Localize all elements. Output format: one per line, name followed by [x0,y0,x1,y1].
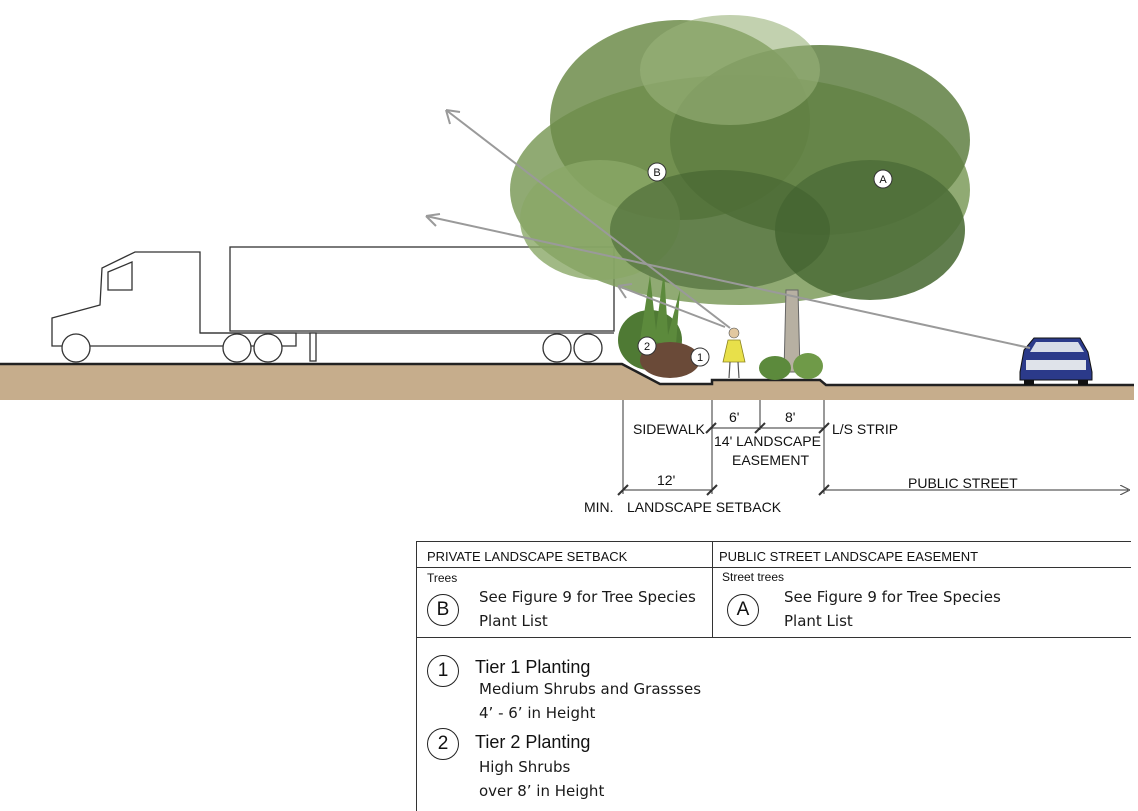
tree-b-line2: Plant List [479,612,548,630]
sidewalk-label: SIDEWALK [633,421,705,437]
legend-table: PRIVATE LANDSCAPE SETBACK PUBLIC STREET … [416,541,1131,811]
car [1019,337,1093,385]
pedestrian [722,327,746,379]
truck-wheel [222,333,252,363]
tree-a-line1: See Figure 9 for Tree Species [784,588,1001,606]
min-label: MIN. [584,499,614,515]
easement-label-line2: EASEMENT [732,452,810,468]
easement-label-line1: 14' LANDSCAPE [714,433,821,449]
trees-label: Trees [427,571,458,585]
private-setback-header: PRIVATE LANDSCAPE SETBACK [427,549,628,564]
tier1-line2: 4’ - 6’ in Height [479,704,596,722]
callout-a-text: A [879,174,887,186]
tree-b-description: See Figure 9 for Tree Species Plant List [479,585,696,633]
callout-1-text: 1 [697,352,703,364]
tier2-line1: High Shrubs [479,758,571,776]
tier2-description: High Shrubs over 8’ in Height [479,755,604,803]
tree-canopy [510,15,970,305]
tier2-title: Tier 2 Planting [475,732,591,752]
truck-wheel [573,333,603,363]
tier2-symbol: 2 [427,728,459,760]
truck [51,246,615,363]
tree-a-line2: Plant List [784,612,853,630]
dimension-lines [617,400,1128,496]
six-foot-dimension: 6' [729,409,740,425]
eight-foot-dimension: 8' [785,409,796,425]
callout-2-circle [637,336,657,356]
legend-header-rule [417,567,1131,568]
public-street-label: PUBLIC STREET [908,475,1018,491]
callout-b-circle [647,162,667,182]
callout-1-circle [690,347,710,367]
tier1-line1: Medium Shrubs and Grassses [479,680,702,698]
truck-window [107,261,133,291]
ground-profile [0,362,1134,400]
tier1-title: Tier 1 Planting [475,657,591,677]
tier1-description: Medium Shrubs and Grassses 4’ - 6’ in He… [479,677,701,725]
drawing-callouts [637,162,893,367]
tree-a-symbol: A [727,594,759,626]
public-easement-header: PUBLIC STREET LANDSCAPE EASEMENT [719,549,979,564]
street-trees-label: Street trees [722,570,785,584]
truck-wheel [542,333,572,363]
tree-b-line1: See Figure 9 for Tree Species [479,588,696,606]
tree-a-description: See Figure 9 for Tree Species Plant List [784,585,1001,633]
truck-cab [51,251,297,347]
callout-b-text: B [653,167,660,179]
legend-column-divider [712,541,713,637]
callout-2-text: 2 [644,341,650,353]
ls-strip-label: L/S STRIP [832,421,899,437]
legend-trees-rule [417,637,1131,638]
tier2-line2: over 8’ in Height [479,782,605,800]
landscape-setback-label: LANDSCAPE SETBACK [627,499,782,515]
tier1-symbol: 1 [427,655,459,687]
legend-top-rule [417,541,1131,542]
callout-a-circle [873,169,893,189]
twelve-foot-dimension: 12' [657,472,676,488]
sight-lines [425,109,1031,349]
truck-wheel [61,333,91,363]
tree-b-symbol: B [427,594,459,626]
truck-wheel [253,333,283,363]
tier1-shrubs [759,353,823,380]
